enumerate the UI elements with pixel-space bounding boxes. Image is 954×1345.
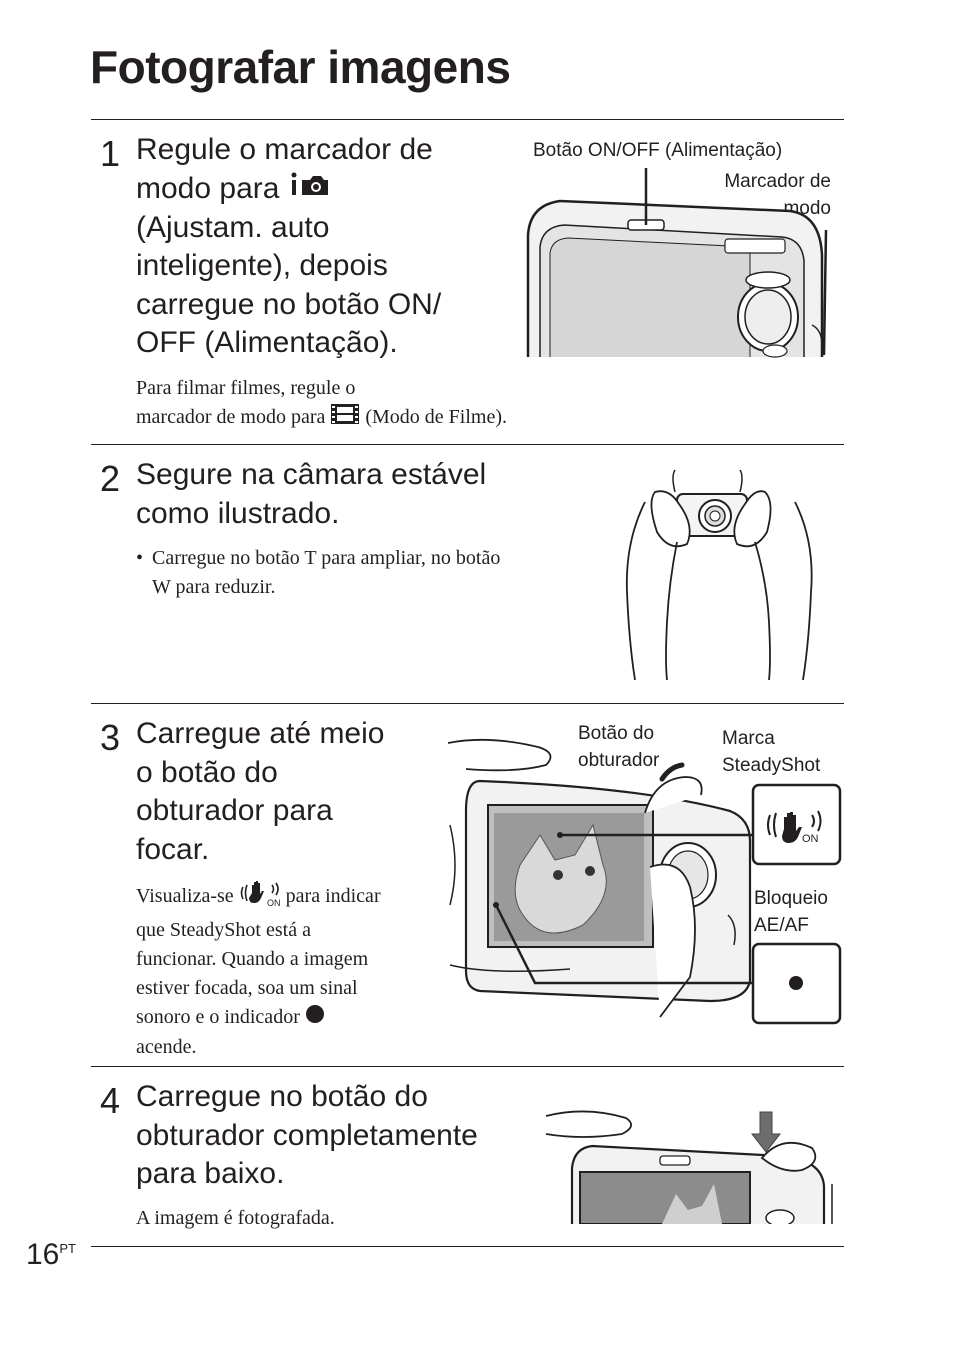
callout-power-button: Botão ON/OFF (Alimentação): [533, 140, 783, 161]
step-3-number: 3: [100, 717, 121, 758]
movie-mode-icon: [330, 403, 360, 434]
page-number: 16PT: [26, 1238, 76, 1271]
ae-af-lock-dot-icon: [305, 1004, 325, 1033]
step-4-number: 4: [100, 1080, 121, 1121]
step-4-heading: Carregue no botão do obturador completam…: [136, 1080, 478, 1190]
step-3-heading: Carregue até meio o botão do obturador p…: [136, 717, 385, 866]
step-1-body: Para filmar filmes, regule o marcador de…: [136, 374, 507, 434]
step-3-body: Visualiza-se ON para indicar que SteadyS…: [136, 879, 381, 1062]
full-press-illustration: [545, 1110, 833, 1224]
step-1-heading-line: Regule o marcador de: [136, 133, 433, 166]
holding-camera-illustration: [625, 469, 813, 681]
step-1-number: 1: [100, 133, 121, 174]
step-2-number: 2: [100, 458, 121, 499]
svg-text:ON: ON: [267, 898, 281, 907]
step-1-heading-line: modo para: [136, 170, 441, 209]
step-1-heading-line: (Ajustam. auto: [136, 210, 330, 244]
camera-top-illustration: [526, 168, 828, 358]
step-1-heading-line: inteligente), depois: [136, 249, 388, 283]
section-divider: [91, 119, 844, 120]
step-4-body: A imagem é fotografada.: [136, 1207, 335, 1229]
callout-ae-af-lock: Bloqueio AE/AF: [754, 888, 828, 936]
section-divider: [91, 1066, 844, 1067]
callout-steadyshot: Marca SteadyShot: [722, 728, 821, 776]
footer-divider: [91, 1246, 844, 1247]
page-title: Fotografar imagens: [90, 41, 511, 93]
step-1-heading-line: OFF (Alimentação).: [136, 326, 398, 360]
step-1-heading-line: carregue no botão ON/: [136, 287, 442, 321]
svg-text:ON: ON: [802, 833, 819, 845]
half-press-illustration: ON: [447, 738, 842, 1025]
intelligent-auto-camera-icon: [288, 170, 332, 209]
step-1-heading: Regule o marcador de modo para (Ajustam.…: [136, 131, 441, 363]
section-divider: [91, 444, 844, 445]
step-2-bullet: • Carregue no botão T para ampliar, no b…: [136, 547, 501, 598]
steadyshot-hand-icon: ON: [239, 879, 281, 916]
callout-shutter-button: Botão do obturador: [578, 723, 660, 771]
section-divider: [91, 703, 844, 704]
step-2-heading: Segure na câmara estável como ilustrado.: [136, 458, 487, 530]
